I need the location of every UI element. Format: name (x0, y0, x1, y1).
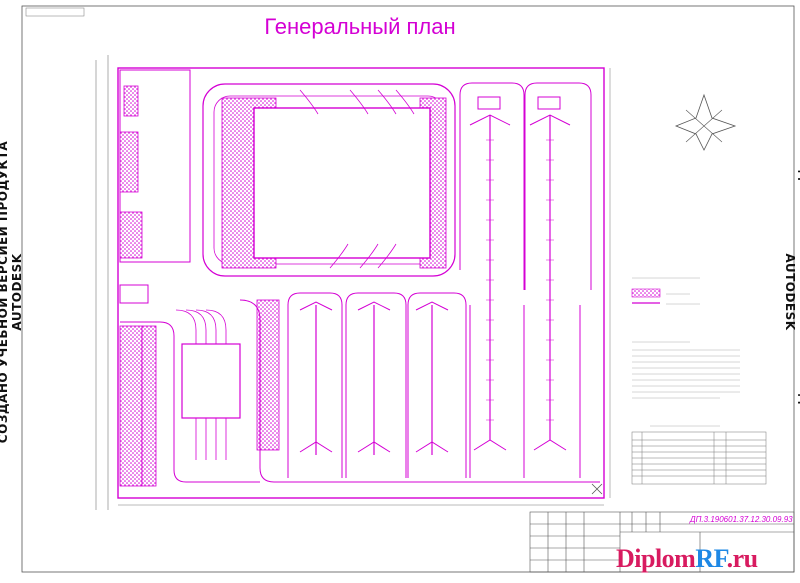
service-building (181, 343, 241, 419)
site-boundary (117, 67, 605, 499)
lower-left-road (120, 321, 260, 483)
main-building (253, 107, 431, 259)
bottom-arcs (329, 243, 397, 269)
drawing-title: Генеральный план (264, 14, 456, 39)
booth-2 (537, 96, 561, 110)
middle-green-strip (256, 299, 280, 451)
brand-part-3: .ru (726, 544, 759, 573)
lower-loop-4 (469, 305, 581, 478)
title-block (529, 511, 795, 573)
parameters-block (632, 341, 740, 399)
brand-part-1: Diplom (616, 544, 696, 573)
brand-logo[interactable]: DiplomRF.ru (616, 544, 758, 574)
compass-rose-icon (674, 93, 737, 151)
ring-road-outer (202, 83, 456, 277)
entry-hatch-mid (119, 131, 139, 193)
lower-loop-3 (407, 292, 467, 478)
right-loop-2 (524, 82, 592, 290)
lower-arrows (299, 301, 449, 453)
lower-road-1 (239, 299, 600, 483)
compass-axis-2 (685, 109, 723, 143)
entry-hatch-top (123, 85, 139, 117)
corner-mark (591, 483, 603, 495)
watermark-left: СОЗДАНО УЧЕБНОЙ ВЕРСИЕЙ ПРОДУКТА AUTODES… (0, 140, 24, 444)
booth-1 (477, 96, 501, 110)
row-arrows-top (469, 114, 571, 126)
watermark-right: СОЗДАНО УЧЕБНОЙ ВЕРСИЕЙ ПРОДУКТА AUTODES… (783, 140, 800, 444)
lower-left-hatch-1 (119, 325, 143, 487)
entry-hatch-low (119, 211, 143, 259)
row-arrows-bottom (473, 439, 567, 451)
curve-lanes (175, 309, 227, 460)
sheet-frame (21, 5, 795, 573)
explication-table (631, 431, 767, 485)
lower-left-hatch-2 (141, 325, 157, 487)
entry-box (119, 284, 149, 304)
top-arcs (299, 89, 415, 115)
brand-part-2: RF (695, 544, 727, 573)
row-ticks-1 (486, 139, 494, 421)
row-ticks-2 (546, 139, 554, 421)
document-code: ДП.3.190601.37.12.30.09.93 (690, 515, 793, 524)
top-left-stamp (25, 7, 85, 17)
lower-loop-1 (287, 292, 343, 478)
legend-swatch-1 (631, 288, 661, 298)
lower-loop-2 (345, 292, 407, 478)
right-loop-1 (459, 82, 525, 290)
